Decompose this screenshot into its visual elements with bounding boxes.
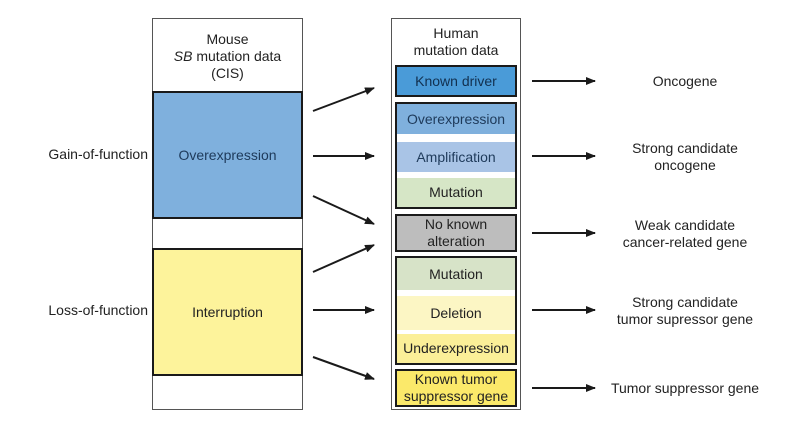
human-overexpression: Overexpression xyxy=(397,104,515,134)
mouse-header-line1: Mouse xyxy=(206,30,249,47)
loss-of-function-label: Loss-of-function xyxy=(48,302,148,318)
known-driver-label: Known driver xyxy=(415,72,497,89)
no-known-alteration-box: No known alteration xyxy=(395,214,517,252)
human-mutation-loss: Mutation xyxy=(397,258,515,290)
human-mutation-gain: Mutation xyxy=(397,178,515,207)
outcome-strong-tsg-line1: Strong candidate xyxy=(632,294,738,310)
arrow-loss-to-no-known xyxy=(312,244,375,273)
outcome-strong-oncogene: Strong candidate oncogene xyxy=(590,140,780,174)
human-amplification: Amplification xyxy=(397,142,515,172)
outcome-strong-tsg-line2: tumor supressor gene xyxy=(616,311,754,327)
human-underexpression: Underexpression xyxy=(397,334,515,363)
no-known-line2: alteration xyxy=(427,233,485,249)
human-deletion: Deletion xyxy=(397,296,515,330)
outcome-weak-candidate: Weak candidate cancer-related gene xyxy=(590,217,780,251)
arrow-gain-to-driver xyxy=(312,87,375,112)
human-header-line2: mutation data xyxy=(413,42,499,58)
sb-italic: SB xyxy=(173,47,193,64)
outcome-strong-oncogene-line2: oncogene xyxy=(654,157,716,173)
mouse-header: Mouse SB mutation data (CIS) xyxy=(152,26,303,86)
human-header-line1: Human xyxy=(433,25,479,41)
human-underexpression-label: Underexpression xyxy=(403,340,509,356)
human-overexpression-label: Overexpression xyxy=(406,110,506,127)
gain-of-function-label: Gain-of-function xyxy=(48,146,148,162)
arrow-loss-to-tsg xyxy=(312,356,375,380)
mouse-loss-box: Interruption xyxy=(152,248,303,376)
human-deletion-label: Deletion xyxy=(430,304,482,321)
mouse-header-line3: (CIS) xyxy=(211,64,244,81)
mouse-header-line2-rest: mutation data xyxy=(192,47,282,64)
outcome-strong-oncogene-line1: Strong candidate xyxy=(632,140,738,156)
outcome-weak-line1: Weak candidate xyxy=(634,217,736,233)
human-amplification-label: Amplification xyxy=(416,148,496,165)
no-known-line1: No known xyxy=(424,216,488,232)
mouse-gain-box: Overexpression xyxy=(152,91,303,219)
known-tsg-box: Known tumor suppressor gene xyxy=(395,369,517,407)
known-tsg-line2: suppressor gene xyxy=(403,388,509,404)
arrow-gain-to-no-known xyxy=(312,195,375,225)
outcome-tsg: Tumor suppressor gene xyxy=(610,380,760,396)
outcome-weak-line2: cancer-related gene xyxy=(622,234,748,250)
human-header: Human mutation data xyxy=(391,22,521,62)
human-gain-group: Overexpression Amplification Mutation xyxy=(395,102,517,209)
mouse-gain-label: Overexpression xyxy=(178,146,277,163)
mouse-loss-label: Interruption xyxy=(192,303,263,320)
human-mutation-loss-label: Mutation xyxy=(429,265,483,282)
human-loss-group: Mutation Deletion Underexpression xyxy=(395,256,517,365)
human-mutation-gain-label: Mutation xyxy=(429,184,483,200)
outcome-oncogene: Oncogene xyxy=(652,73,718,89)
known-tsg-line1: Known tumor xyxy=(414,371,498,387)
known-driver-box: Known driver xyxy=(395,65,517,97)
outcome-strong-tsg: Strong candidate tumor supressor gene xyxy=(590,294,780,328)
mouse-header-line2: SB mutation data xyxy=(174,48,281,65)
